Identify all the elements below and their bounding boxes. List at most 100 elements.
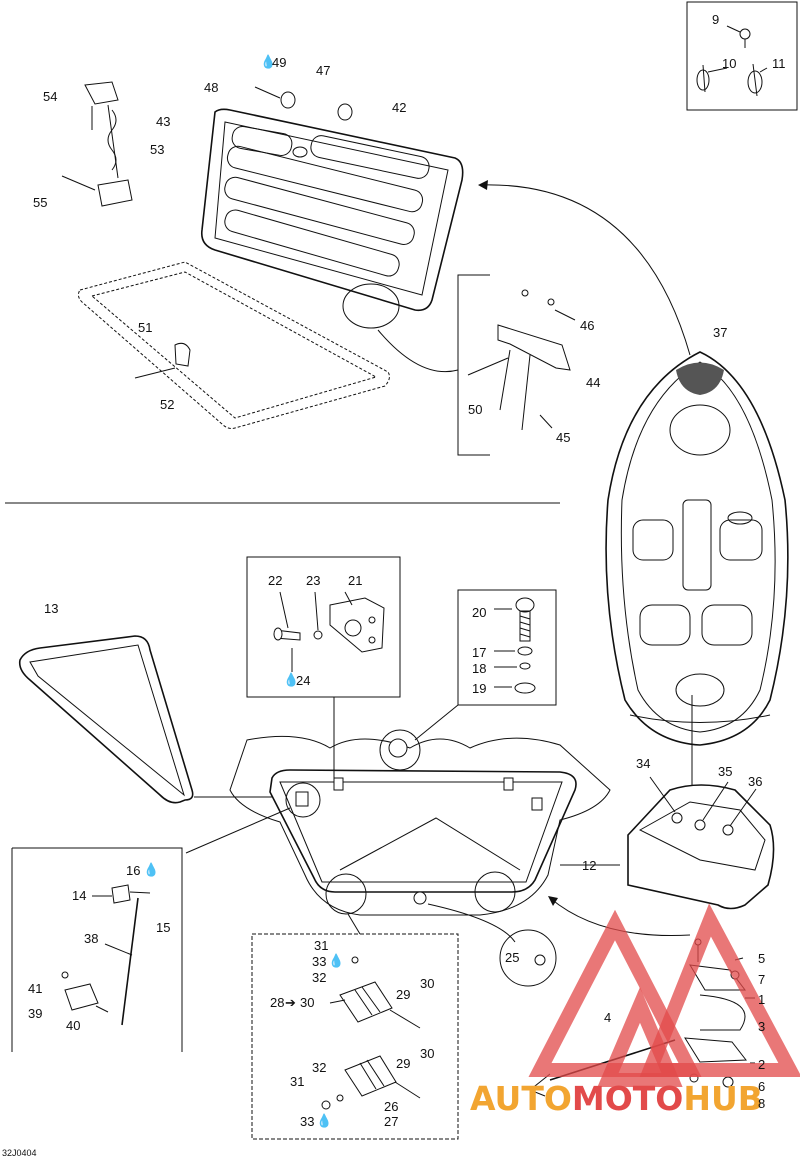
clip-10-icon [696, 64, 710, 93]
callout-8: 8 [758, 1096, 765, 1111]
leader-25 [427, 903, 516, 943]
storage-lid-highlight [676, 362, 724, 395]
gasket-13 [18, 635, 194, 804]
callout-13: 13 [44, 601, 58, 616]
callout-9: 9 [712, 12, 719, 27]
callout-16: 16 [126, 863, 140, 878]
watermark-triangle-icon [639, 903, 800, 1077]
watermark-text: AUTOMOTOHUB [470, 1079, 763, 1118]
callout-25: 25 [505, 950, 519, 965]
arrow-head-icon [548, 896, 558, 906]
drawing-ref-code: 32J0404 [2, 1148, 37, 1158]
detail-box-left [11, 847, 183, 1052]
arrow-boat-to-lid [479, 184, 691, 356]
callout-30-first: 30 [300, 995, 314, 1010]
callout-28-arrow-icon: ➔ [285, 995, 296, 1010]
callout-20: 20 [472, 605, 486, 620]
storage-tub-outline [77, 261, 390, 429]
detail-circle-hinge [285, 782, 321, 818]
callout-43: 43 [156, 114, 170, 129]
callout-45: 45 [556, 430, 570, 445]
callout-47: 47 [316, 63, 330, 78]
callout-21: 21 [348, 573, 362, 588]
detail-box-21-24 [246, 556, 401, 698]
detail-circle-hinge-left [325, 873, 367, 915]
callout-27: 27 [384, 1114, 398, 1129]
detail-bracket-44 [457, 274, 576, 456]
callout-54: 54 [43, 89, 57, 104]
callout-40: 40 [66, 1018, 80, 1033]
callout-22: 22 [268, 573, 282, 588]
storage-lid-42 [200, 108, 464, 312]
callout-24: 24 [296, 673, 310, 688]
callout-39: 39 [28, 1006, 42, 1021]
clip-11-icon [747, 63, 763, 97]
seat-assembly [627, 776, 775, 910]
callout-11: 11 [772, 56, 786, 71]
callout-18: 18 [472, 661, 486, 676]
callout-12: 12 [582, 858, 596, 873]
boat-hull-37 [605, 351, 789, 746]
screw-9-icon [739, 28, 751, 48]
watermark-logo: AUTOMOTOHUB [470, 903, 800, 1118]
leader-curve-lid-detail [377, 329, 459, 373]
callout-28: 28 [270, 995, 284, 1010]
callout-29-bottom: 29 [396, 1056, 410, 1071]
callout-30-bottom: 30 [420, 1046, 434, 1061]
callout-3: 3 [758, 1019, 765, 1034]
callout-32-bottom: 32 [312, 1060, 326, 1075]
callout-50: 50 [468, 402, 482, 417]
callout-31-top: 31 [314, 938, 328, 953]
leader-box-26 [347, 913, 361, 935]
callout-17: 17 [472, 645, 486, 660]
callout-5: 5 [758, 951, 765, 966]
callout-42: 42 [392, 100, 406, 115]
callout-53: 53 [150, 142, 164, 157]
callout-49-icon: 💧 [260, 54, 276, 69]
callout-16-icon: 💧 [143, 862, 159, 877]
callout-2: 2 [758, 1057, 765, 1072]
callout-51: 51 [138, 320, 152, 335]
detail-circle-top [379, 729, 421, 771]
latch-47-icon [254, 86, 353, 121]
callout-24-icon: 💧 [283, 672, 299, 687]
callout-1: 1 [758, 992, 765, 1007]
leader-hinge-detail [185, 807, 291, 854]
callout-4: 4 [604, 1010, 611, 1025]
callout-49: 49 [272, 55, 286, 70]
callout-55: 55 [33, 195, 47, 210]
callout-38: 38 [84, 931, 98, 946]
callout-labels: 9 10 11 48 💧 49 47 42 43 54 53 55 51 52 … [28, 12, 786, 1129]
callout-15: 15 [156, 920, 170, 935]
callout-33-bottom-icon: 💧 [316, 1113, 332, 1128]
callout-23: 23 [306, 573, 320, 588]
callout-41: 41 [28, 981, 42, 996]
callout-35: 35 [718, 764, 732, 779]
detail-circle-lid [342, 283, 400, 329]
detail-circle-hinge-right [474, 871, 516, 913]
leader-box-17 [414, 704, 459, 741]
detail-box-hinges [251, 933, 459, 1140]
strut-assembly [529, 938, 755, 1097]
callout-34: 34 [636, 756, 650, 771]
callout-10: 10 [722, 56, 736, 71]
deck-opening-12 [229, 735, 620, 916]
callout-33-top-icon: 💧 [328, 953, 344, 968]
watermark-triangle-icon [528, 909, 702, 1077]
detail-circle-25 [499, 929, 557, 987]
detail-box-17-20 [457, 589, 557, 706]
callout-44: 44 [586, 375, 600, 390]
callout-14: 14 [72, 888, 86, 903]
callout-29-top: 29 [396, 987, 410, 1002]
callout-36: 36 [748, 774, 762, 789]
callout-26: 26 [384, 1099, 398, 1114]
callout-37: 37 [713, 325, 727, 340]
callout-7: 7 [758, 972, 765, 987]
callout-52: 52 [160, 397, 174, 412]
hinge-53-icon [61, 81, 133, 207]
callout-30-top: 30 [420, 976, 434, 991]
callout-46: 46 [580, 318, 594, 333]
callout-32-top: 32 [312, 970, 326, 985]
callout-48: 48 [204, 80, 218, 95]
